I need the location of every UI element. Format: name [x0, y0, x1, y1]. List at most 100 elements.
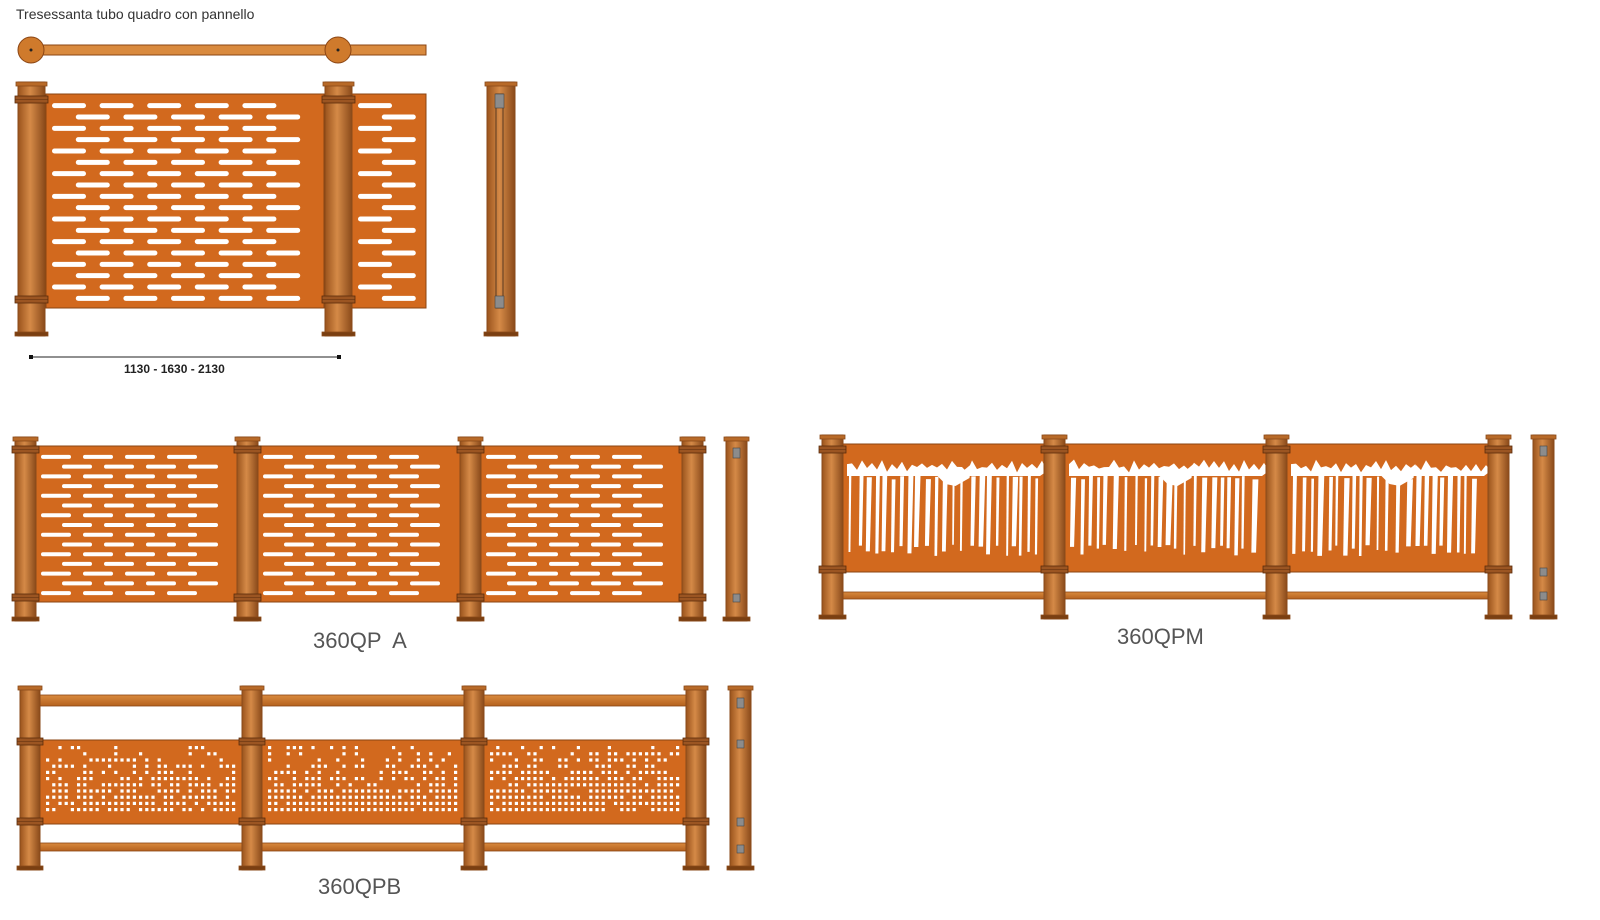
square-hole: [280, 795, 284, 799]
slot-cutout: [358, 171, 392, 177]
square-hole: [373, 789, 377, 793]
slot-cutout: [410, 542, 440, 547]
slot-cutout: [389, 513, 419, 518]
slot-cutout: [284, 523, 314, 527]
square-hole: [676, 808, 680, 812]
square-hole: [539, 808, 543, 812]
slot-cutout: [381, 295, 416, 301]
square-hole: [545, 783, 549, 787]
square-hole: [435, 783, 439, 787]
square-hole: [311, 746, 315, 750]
square-hole: [669, 801, 673, 805]
square-hole: [626, 801, 630, 805]
square-hole: [108, 801, 112, 805]
slot-cutout: [410, 503, 440, 508]
square-hole: [533, 789, 537, 793]
square-hole: [429, 789, 433, 793]
slot-cutout: [528, 513, 558, 518]
square-hole: [508, 752, 512, 756]
slot-cutout: [326, 561, 356, 566]
square-hole: [176, 801, 180, 805]
slot-cutout: [347, 552, 377, 557]
square-hole: [330, 777, 334, 781]
square-hole: [521, 795, 525, 799]
slot-cutout: [218, 295, 253, 301]
square-hole: [514, 764, 518, 768]
square-hole: [676, 801, 680, 805]
square-hole: [441, 789, 445, 793]
slot-cutout: [171, 273, 205, 279]
square-hole: [663, 789, 667, 793]
square-hole: [645, 783, 649, 787]
square-hole: [576, 758, 580, 762]
square-hole: [429, 770, 433, 774]
square-hole: [514, 783, 518, 787]
slot-cutout: [167, 571, 197, 576]
square-hole: [213, 795, 217, 799]
slot-cutout: [347, 454, 377, 459]
square-hole: [77, 777, 81, 781]
slot-cutout: [528, 493, 558, 498]
slot-cutout: [305, 513, 335, 518]
slot-cutout: [381, 273, 416, 279]
square-hole: [527, 764, 531, 768]
slot-cutout: [218, 250, 253, 256]
slot-cutout: [75, 295, 110, 301]
slot-cutout: [549, 484, 579, 489]
slot-cutout: [83, 571, 113, 576]
square-hole: [64, 764, 68, 768]
reed-cutout: [1080, 479, 1085, 555]
slot-cutout: [41, 493, 71, 498]
slot-cutout: [171, 205, 205, 211]
slot-cutout: [358, 103, 392, 109]
square-hole: [595, 758, 599, 762]
square-hole: [361, 795, 365, 799]
slot-cutout: [381, 182, 416, 188]
square-hole: [286, 752, 290, 756]
square-hole: [404, 808, 408, 812]
slot-cutout: [125, 513, 155, 518]
slot-cutout: [326, 581, 356, 586]
square-hole: [589, 758, 593, 762]
square-hole: [317, 801, 321, 805]
slot-cutout: [99, 103, 134, 109]
square-hole: [533, 752, 537, 756]
slot-cutout: [147, 125, 182, 131]
reed-cutout: [1234, 478, 1240, 556]
square-hole: [545, 808, 549, 812]
panel-clamp: [233, 593, 262, 602]
square-hole: [423, 801, 427, 805]
square-hole: [330, 746, 334, 750]
square-hole: [379, 795, 383, 799]
square-hole: [354, 789, 358, 793]
square-hole: [533, 777, 537, 781]
slot-cutout: [570, 571, 600, 576]
square-hole: [354, 752, 358, 756]
square-hole: [170, 795, 174, 799]
square-hole: [83, 808, 87, 812]
square-hole: [595, 764, 599, 768]
slot-cutout: [358, 216, 392, 222]
square-hole: [632, 764, 636, 768]
slot-cutout: [104, 542, 134, 547]
slot-cutout: [147, 171, 182, 177]
slot-cutout: [570, 552, 600, 557]
square-hole: [83, 752, 87, 756]
square-hole: [213, 801, 217, 805]
qpa-post: [233, 436, 262, 622]
slot-cutout: [266, 137, 301, 143]
slot-cutout: [570, 454, 600, 459]
qpa-post: [11, 436, 40, 622]
square-hole: [595, 777, 599, 781]
slot-cutout: [381, 227, 416, 233]
slot-cutout: [83, 532, 113, 537]
reed-cutout: [1173, 476, 1178, 549]
slot-cutout: [358, 125, 392, 131]
square-hole: [361, 777, 365, 781]
reed-cutout: [995, 477, 1000, 546]
square-hole: [416, 764, 420, 768]
slot-cutout: [381, 137, 416, 143]
square-hole: [188, 795, 192, 799]
slot-cutout: [507, 561, 537, 566]
square-hole: [157, 764, 161, 768]
